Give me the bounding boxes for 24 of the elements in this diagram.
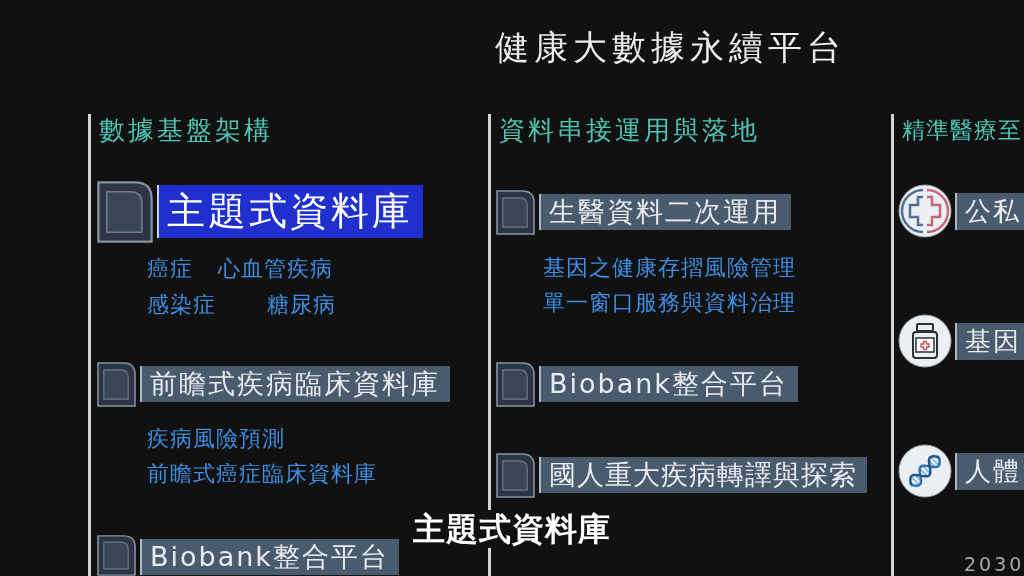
title-banner: 生醫資料二次運用: [539, 194, 791, 230]
title-banner: 國人重大疾病轉譯與探索: [539, 457, 867, 493]
column-heading: 精準醫療至: [902, 116, 1022, 145]
column-heading: 資料串接運用與落地: [499, 114, 760, 146]
title-banner: 基因: [955, 323, 1024, 360]
column-band: [891, 114, 1024, 576]
title-banner: Biobank整合平台: [539, 366, 798, 402]
column-heading: 數據基盤架構: [99, 114, 273, 146]
subtitle-text: 主題式資料庫: [411, 510, 613, 548]
list-text: 糖尿病: [267, 291, 336, 319]
title-banner: 前瞻式疾病臨床資料庫: [140, 366, 450, 402]
title: 健康大數據永續平台: [495, 27, 846, 67]
list-text: 感染症: [147, 291, 216, 319]
list-text: 基因之健康存摺風險管理: [543, 254, 796, 282]
year-text: 2030: [963, 552, 1024, 576]
title-banner: 主題式資料庫: [157, 185, 423, 238]
list-text: 疾病風險預測: [147, 425, 285, 453]
title-banner: 公私: [955, 193, 1024, 230]
list-text: 心血管疾病: [218, 255, 333, 283]
list-text: 癌症: [147, 255, 193, 283]
list-text: 前瞻式癌症臨床資料庫: [147, 460, 377, 488]
list-text: 單一窗口服務與資料治理: [543, 289, 796, 317]
title-banner: Biobank整合平台: [140, 539, 399, 575]
title-banner: 人體: [955, 453, 1024, 490]
